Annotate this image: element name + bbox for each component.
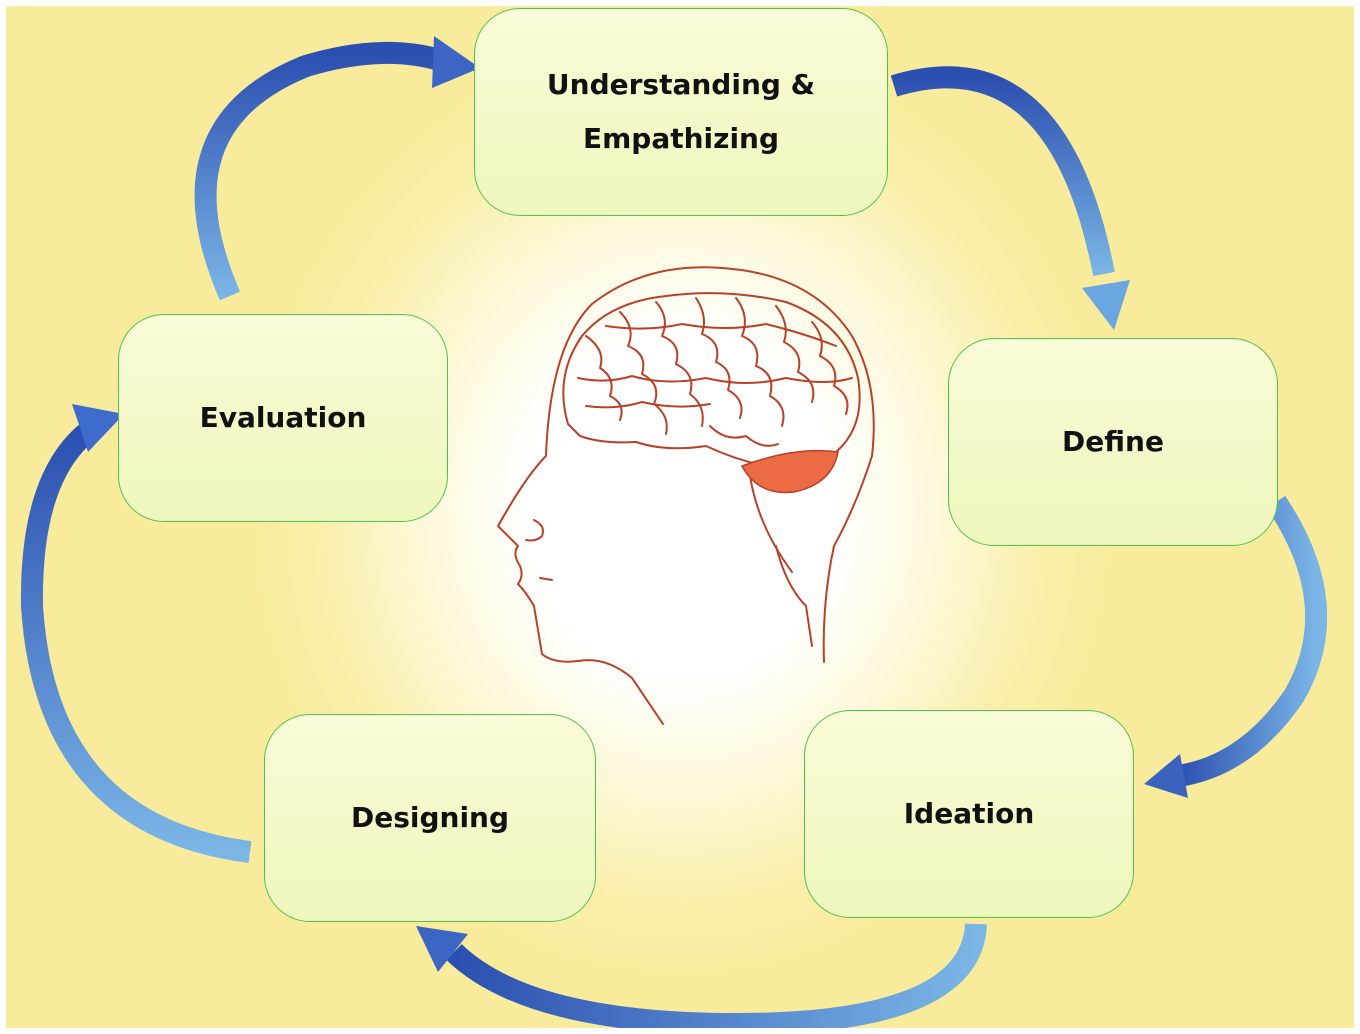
arrow-define-to-ideation xyxy=(1144,495,1328,798)
human-head-brain-icon xyxy=(497,266,875,725)
arrow-understanding-to-define xyxy=(890,66,1130,330)
step-label: Understanding & Empathizing xyxy=(546,68,816,155)
design-thinking-cycle-diagram: Understanding & Empathizing Define Ideat… xyxy=(6,6,1354,1028)
head-outline xyxy=(497,266,875,725)
cerebellum xyxy=(740,449,839,494)
cycle-arrows xyxy=(20,36,1328,1028)
step-label: Ideation xyxy=(903,797,1035,830)
step-ideation: Ideation xyxy=(804,710,1134,918)
step-label: Designing xyxy=(350,801,510,834)
step-understanding-empathizing: Understanding & Empathizing xyxy=(474,8,888,216)
arrow-ideation-to-designing xyxy=(416,923,987,1028)
step-label: Evaluation xyxy=(199,401,367,434)
arrow-designing-to-evaluation xyxy=(20,404,252,863)
arrow-evaluation-to-understanding xyxy=(194,36,480,301)
step-designing: Designing xyxy=(264,714,596,922)
brain-outline xyxy=(562,292,861,470)
step-evaluation: Evaluation xyxy=(118,314,448,522)
step-label: Define xyxy=(1062,425,1164,458)
step-define: Define xyxy=(948,338,1278,546)
